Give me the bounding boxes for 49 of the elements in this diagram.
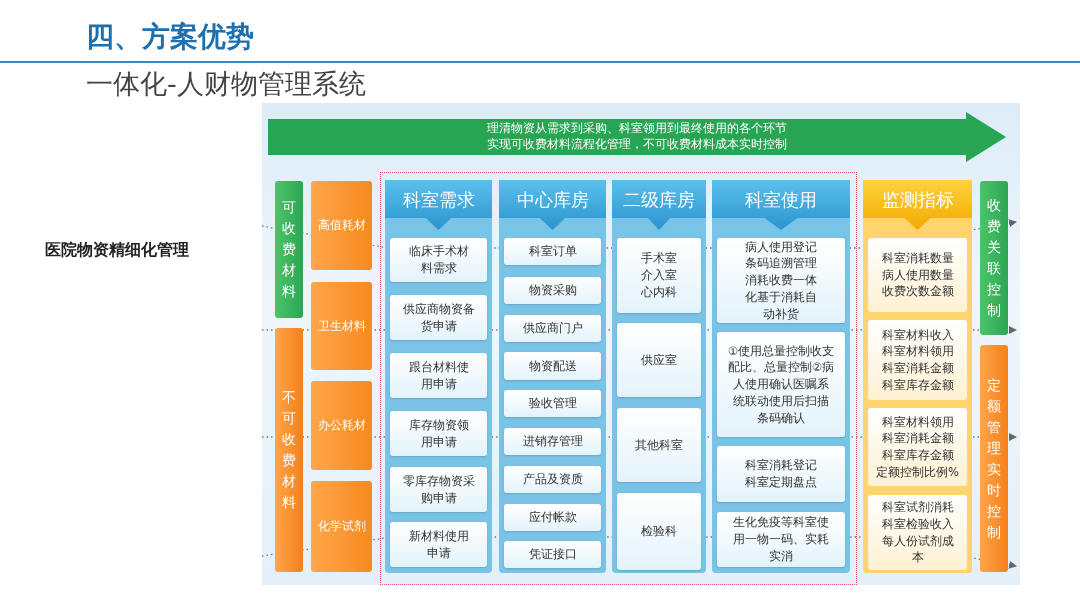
side-label: 医院物资精细化管理 — [45, 240, 189, 261]
category-bar: 定额管理实时控制 — [980, 345, 1008, 572]
function-box: 进销存管理 — [504, 428, 601, 455]
banner-arrow: 理清物资从需求到采购、科室领用到最终使用的各个环节实现可收费材料流程化管理，不可收费材料成本实时控制 — [268, 112, 1006, 162]
function-box: 应付帐款 — [504, 504, 601, 531]
function-box: 供应商物资备货申请 — [390, 295, 487, 340]
material-box: 办公耗材 — [311, 381, 372, 470]
function-box: 产品及资质 — [504, 466, 601, 493]
function-box: 供应商门户 — [504, 315, 601, 342]
material-box: 卫生材料 — [311, 282, 372, 370]
column-heading: 二级库房 — [612, 180, 706, 230]
function-box: 手术室介入室心内科 — [617, 238, 701, 313]
function-box: 科室消耗登记科室定期盘点 — [717, 446, 845, 502]
material-box: 化学试剂 — [311, 481, 372, 572]
category-bar: 收费关联控制 — [980, 181, 1008, 335]
column-panel — [612, 180, 706, 573]
function-box: 供应室 — [617, 323, 701, 397]
category-bar: 可收费材料 — [275, 181, 303, 318]
function-box: 生化免疫等科室使用一物一码、实耗实消 — [717, 512, 845, 567]
indicator-box: 科室试剂消耗科室检验收入每人份试剂成本 — [868, 495, 967, 570]
indicator-box: 科室消耗数量病人使用数量收费次数金额 — [868, 238, 967, 312]
column-heading: 中心库房 — [499, 180, 606, 230]
indicator-box: 科室材料领用科室消耗金额科室库存金额定额控制比例% — [868, 408, 967, 486]
function-box: 新材料使用申请 — [390, 522, 487, 567]
function-box: 病人使用登记条码追溯管理消耗收费一体化基于消耗自动补货 — [717, 238, 845, 323]
function-box: 物资配送 — [504, 352, 601, 380]
function-box: 凭证接口 — [504, 541, 601, 568]
column-panel — [712, 180, 850, 573]
column-heading: 监测指标 — [863, 180, 972, 230]
indicator-box: 科室材料收入科室材料领用科室消耗金额科室库存金额 — [868, 320, 967, 400]
category-bar: 不可收费材料 — [275, 328, 303, 572]
column-panel — [499, 180, 606, 573]
function-box: 物资采购 — [504, 277, 601, 304]
function-box: 库存物资领用申请 — [390, 411, 487, 456]
column-panel — [385, 180, 492, 573]
material-box: 高值耗材 — [311, 181, 372, 270]
column-heading: 科室使用 — [712, 180, 850, 230]
column-panel — [863, 180, 972, 573]
function-box: ①使用总量控制收支配比、总量控制②病人使用确认医嘱系统联动使用后扫描条码确认 — [717, 332, 845, 437]
function-box: 临床手术材料需求 — [390, 238, 487, 282]
column-heading: 科室需求 — [385, 180, 492, 230]
slide-title: 四、方案优势 — [86, 19, 254, 55]
subtitle: 一体化-人财物管理系统 — [86, 67, 366, 101]
function-box: 科室订单 — [504, 238, 601, 265]
function-box: 验收管理 — [504, 390, 601, 417]
function-box: 检验科 — [617, 493, 701, 570]
function-box: 跟台材料使用申请 — [390, 353, 487, 398]
function-box: 其他科室 — [617, 408, 701, 482]
function-box: 零库存物资采购申请 — [390, 467, 487, 512]
